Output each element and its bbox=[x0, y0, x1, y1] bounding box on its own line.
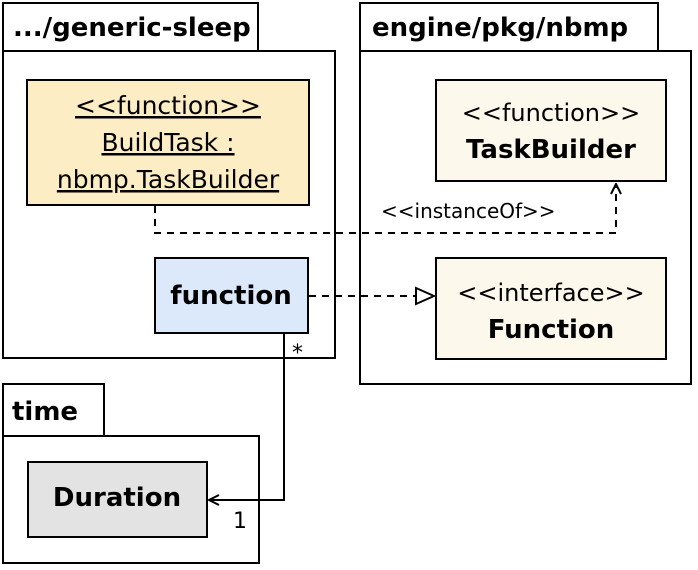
edge-instance-of: <<instanceOf>> bbox=[154, 184, 616, 234]
object-buildtask[interactable]: <<function>> BuildTask : nbmp.TaskBuilde… bbox=[26, 79, 310, 206]
association-line bbox=[209, 334, 285, 500]
type-box bbox=[27, 461, 208, 538]
edge-association: * 1 bbox=[209, 334, 303, 534]
interface-stereotype: <<interface>> bbox=[457, 279, 644, 307]
interface-name: Function bbox=[488, 315, 615, 345]
package-name: time bbox=[12, 397, 78, 427]
instance-of-label: <<instanceOf>> bbox=[381, 199, 556, 223]
type-name: Duration bbox=[53, 483, 181, 513]
type-function-local[interactable]: function bbox=[154, 257, 309, 334]
type-duration[interactable]: Duration bbox=[27, 461, 208, 538]
type-stereotype: <<function>> bbox=[462, 99, 640, 127]
package-tab bbox=[2, 383, 105, 437]
package-name: engine/pkg/nbmp bbox=[372, 13, 628, 43]
type-name: TaskBuilder bbox=[466, 135, 636, 165]
instance-of-line bbox=[154, 184, 616, 234]
object-name-line2: nbmp.TaskBuilder bbox=[57, 165, 280, 194]
package-tab bbox=[2, 2, 259, 52]
package-name: .../generic-sleep bbox=[13, 13, 251, 43]
type-box bbox=[435, 79, 667, 182]
interface-function[interactable]: <<interface>> Function bbox=[435, 257, 667, 360]
type-name: function bbox=[170, 281, 291, 311]
object-name-line1: BuildTask : bbox=[101, 128, 234, 157]
source-multiplicity: * bbox=[292, 341, 303, 366]
interface-box bbox=[435, 257, 667, 360]
target-multiplicity: 1 bbox=[233, 509, 247, 534]
type-taskbuilder[interactable]: <<function>> TaskBuilder bbox=[435, 79, 667, 182]
object-box bbox=[26, 79, 310, 206]
type-box bbox=[154, 257, 309, 334]
object-stereotype: <<function>> bbox=[75, 91, 261, 120]
package-tab bbox=[359, 2, 659, 52]
